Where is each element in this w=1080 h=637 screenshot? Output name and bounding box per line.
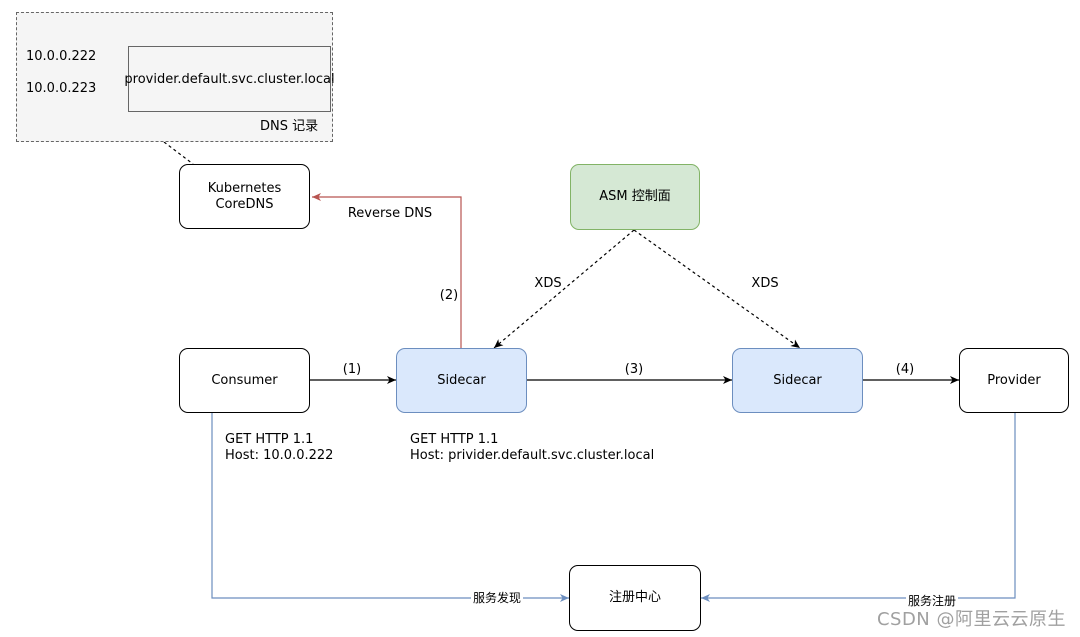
service-registration-label: 服务注册: [906, 593, 959, 609]
service-discovery-label: 服务发现: [471, 590, 524, 606]
ip-address-2: 10.0.0.223: [26, 81, 97, 96]
dns-record-caption: DNS 记录: [260, 119, 319, 134]
reverse-dns-label: Reverse DNS: [347, 206, 433, 221]
step-3-label: (3): [624, 362, 644, 377]
step-1-label: (1): [342, 362, 362, 377]
xds-left-edge: [493, 229, 635, 349]
coredns-node: Kubernetes CoreDNS: [179, 164, 310, 229]
provider-node: Provider: [959, 348, 1069, 413]
xds-left-label: XDS: [534, 276, 562, 291]
service-registration-edge: [701, 413, 1016, 602]
asm-control-plane-node: ASM 控制面: [570, 164, 700, 230]
xds-right-label: XDS: [751, 276, 779, 291]
csdn-watermark: CSDN @阿里云云原生: [876, 609, 1066, 630]
sidecar-consumer-node: Sidecar: [396, 348, 527, 413]
consumer-request-label: GET HTTP 1.1 Host: 10.0.0.222: [225, 432, 334, 463]
step-2-label: (2): [439, 288, 459, 303]
service-discovery-edge: [211, 413, 569, 602]
xds-right-edge: [633, 229, 801, 349]
consumer-node: Consumer: [179, 348, 310, 413]
dns-to-coredns-edge: [163, 141, 194, 165]
registry-node: 注册中心: [569, 565, 701, 631]
sidecar-request-label: GET HTTP 1.1 Host: privider.default.svc.…: [410, 432, 655, 463]
reverse-dns-edge: [312, 193, 462, 348]
sidecar-provider-node: Sidecar: [732, 348, 863, 413]
step-4-label: (4): [895, 362, 915, 377]
fqdn-box: provider.default.svc.cluster.local: [124, 46, 335, 112]
dns-record-group: provider.default.svc.cluster.local: [16, 12, 335, 142]
ip-address-1: 10.0.0.222: [26, 49, 97, 64]
